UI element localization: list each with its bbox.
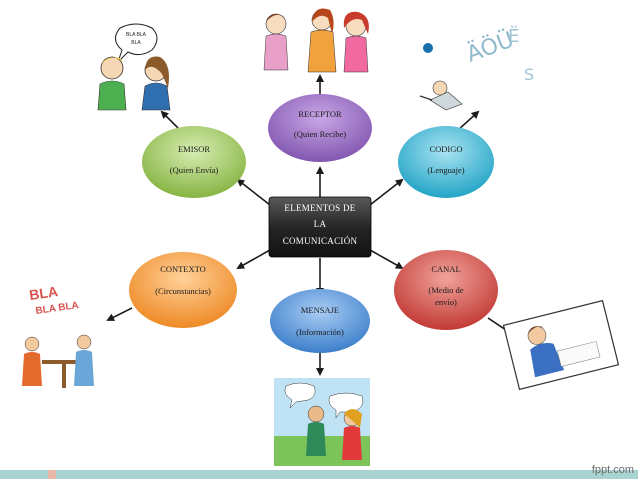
node-codigo: CODIGO (Lenguaje) xyxy=(398,126,494,198)
mensaje-title: MENSAJE xyxy=(301,305,339,315)
person-left-icon xyxy=(22,336,42,386)
watermark: fppt.com xyxy=(591,464,634,476)
cafe-table-icon xyxy=(42,360,86,388)
canal-illustration xyxy=(502,299,620,391)
center-line-3: COMUNICACIÓN xyxy=(283,236,358,246)
receptor-title: RECEPTOR xyxy=(298,109,342,119)
arrow-center-emisor xyxy=(236,178,271,206)
mensaje-subtitle: (Información) xyxy=(296,327,344,337)
codigo-subtitle: (Lenguaje) xyxy=(427,165,464,175)
child-writing-icon xyxy=(527,326,601,378)
person-falling-icon xyxy=(419,80,463,111)
contexto-bubble-line-1: BLA xyxy=(28,283,59,303)
contexto-illustration: BLA BLA BLA xyxy=(22,283,94,388)
footer-accent xyxy=(48,470,56,479)
node-emisor: EMISOR (Quien Envía) xyxy=(142,126,246,198)
contexto-title: CONTEXTO xyxy=(160,264,206,274)
arrow-contexto-image xyxy=(106,307,133,321)
contexto-subtitle: (Circunstancias) xyxy=(155,286,211,296)
person-right-icon xyxy=(74,334,94,386)
boy-icon xyxy=(97,56,127,111)
codigo-illustration: ÄÖÜ Ë S xyxy=(419,26,534,111)
canal-subtitle-2: envío) xyxy=(435,297,457,307)
receptor-subtitle: (Quien Recibe) xyxy=(294,129,346,139)
footer-bar xyxy=(0,470,638,479)
emisor-title: EMISOR xyxy=(178,144,210,154)
emisor-illustration: BLA BLA BLA xyxy=(97,23,171,111)
center-box: ELEMENTOS DE LA COMUNICACIÓN xyxy=(268,196,372,258)
arrow-codigo-image xyxy=(457,110,480,131)
speech-bubble-left-icon xyxy=(284,382,316,409)
letter-s-icon: S xyxy=(524,65,534,84)
node-canal: CANAL (Medio de envío) xyxy=(394,250,498,330)
girl-kid-icon xyxy=(342,409,362,460)
girl-icon xyxy=(141,56,171,111)
canal-subtitle-1: (Medio de xyxy=(428,285,463,295)
node-mensaje: MENSAJE (Información) xyxy=(270,289,370,353)
contexto-bubble-line-2: BLA BLA xyxy=(35,300,80,317)
boy-kid-icon xyxy=(306,405,326,456)
emisor-subtitle: (Quien Envía) xyxy=(170,165,219,175)
arrow-emisor-image xyxy=(160,110,179,129)
codigo-title: CODIGO xyxy=(429,144,462,154)
arrow-center-codigo xyxy=(369,178,404,206)
canal-title: CANAL xyxy=(431,264,460,274)
emisor-bubble-line-2: BLA xyxy=(131,40,141,46)
arrow-center-contexto xyxy=(236,249,271,269)
receptor-illustration xyxy=(263,8,369,73)
girl-right-icon xyxy=(343,11,369,73)
center-line-1: ELEMENTOS DE xyxy=(284,203,355,213)
speech-bubble-right-icon xyxy=(328,392,364,419)
girl-middle-icon xyxy=(307,8,337,73)
mensaje-illustration xyxy=(274,378,370,466)
girl-left-icon xyxy=(263,13,289,71)
node-receptor: RECEPTOR (Quien Recibe) xyxy=(268,94,372,162)
connectors xyxy=(106,74,514,376)
arrow-center-canal xyxy=(369,249,404,269)
blue-dot-icon xyxy=(423,43,433,53)
letter-e-icon: Ë xyxy=(508,26,519,47)
emisor-bubble-line-1: BLA BLA xyxy=(126,32,147,38)
center-line-2: LA xyxy=(314,219,327,229)
node-contexto: CONTEXTO (Circunstancias) xyxy=(129,252,237,328)
speech-bubble-icon xyxy=(115,23,158,63)
